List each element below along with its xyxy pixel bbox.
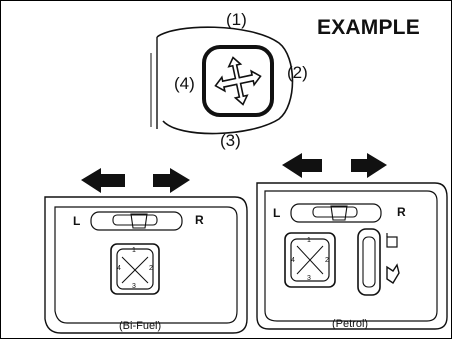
pad-number-4: 4 (117, 265, 121, 272)
right-arrow-icon (351, 153, 387, 178)
direction-label-right: (2) (287, 63, 308, 82)
pad-number-3: 3 (307, 275, 311, 282)
fuel-pump-icon (386, 263, 400, 284)
right-label: R (195, 213, 204, 227)
left-label: L (73, 214, 81, 228)
fuel-gauge-icon (386, 233, 398, 248)
pad-number-1: 1 (132, 247, 136, 254)
example-heading: EXAMPLE (317, 16, 420, 39)
bi-fuel-caption: (Bi-Fuel) (119, 320, 162, 332)
pad-number-2: 2 (325, 257, 329, 264)
pad-number-1: 1 (307, 237, 311, 244)
direction-label-up: (1) (226, 10, 247, 29)
left-label: L (273, 206, 281, 220)
pad-number-4: 4 (291, 257, 295, 264)
pad-number-3: 3 (132, 283, 136, 290)
bi-fuel-switch-panel (44, 196, 248, 334)
petrol-caption: (Petrol) (332, 318, 369, 330)
pad-number-2: 2 (149, 265, 153, 272)
left-arrow-icon (282, 153, 322, 178)
left-arrow-icon (81, 168, 125, 193)
right-arrow-icon (153, 168, 190, 193)
petrol-switch-panel (256, 182, 448, 330)
mirror-adjust-knob-icon (150, 26, 294, 135)
right-label: R (397, 205, 406, 219)
direction-label-left: (4) (174, 74, 195, 93)
direction-label-down: (3) (220, 131, 241, 150)
